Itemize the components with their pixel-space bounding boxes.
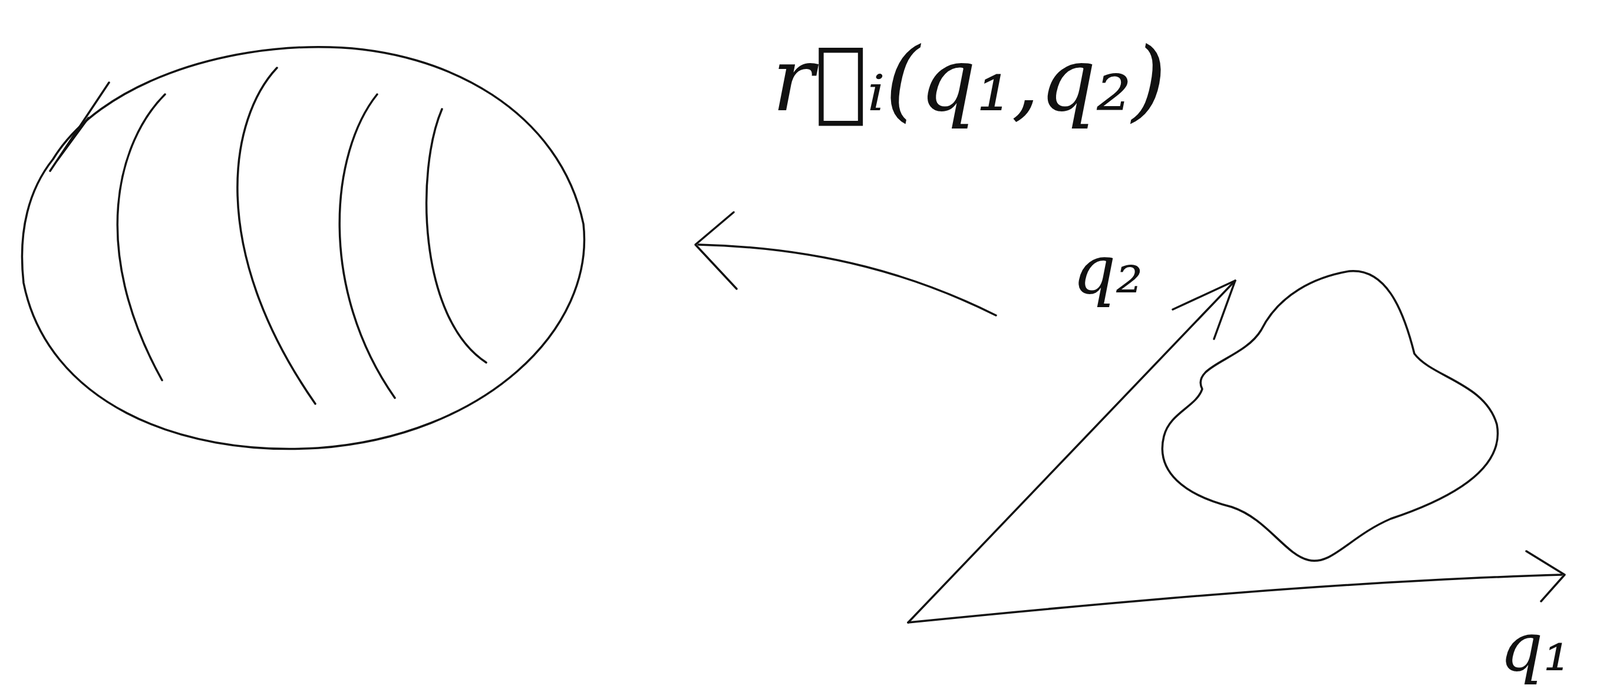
axis-label: q₂ [1072, 235, 1144, 304]
mapping-arrow [698, 244, 996, 316]
surface-outline [21, 47, 585, 450]
q2-axis [908, 280, 1236, 623]
mapping-arrowhead [695, 212, 737, 289]
surface-grid-line [117, 94, 166, 381]
surface-grid-line [426, 109, 487, 363]
q2-arrowhead [1172, 280, 1236, 339]
q1-axis [908, 574, 1562, 623]
surface-grid-line [339, 94, 395, 398]
axis-label: q₁ [1499, 612, 1571, 681]
q1-arrowhead [1526, 551, 1565, 602]
parameter-domain [1162, 271, 1498, 562]
surface-grid-line [237, 67, 316, 404]
position-vector-label: r⃗ᵢ(q₁,q₂) [772, 35, 1167, 124]
surface-tick [50, 82, 110, 171]
